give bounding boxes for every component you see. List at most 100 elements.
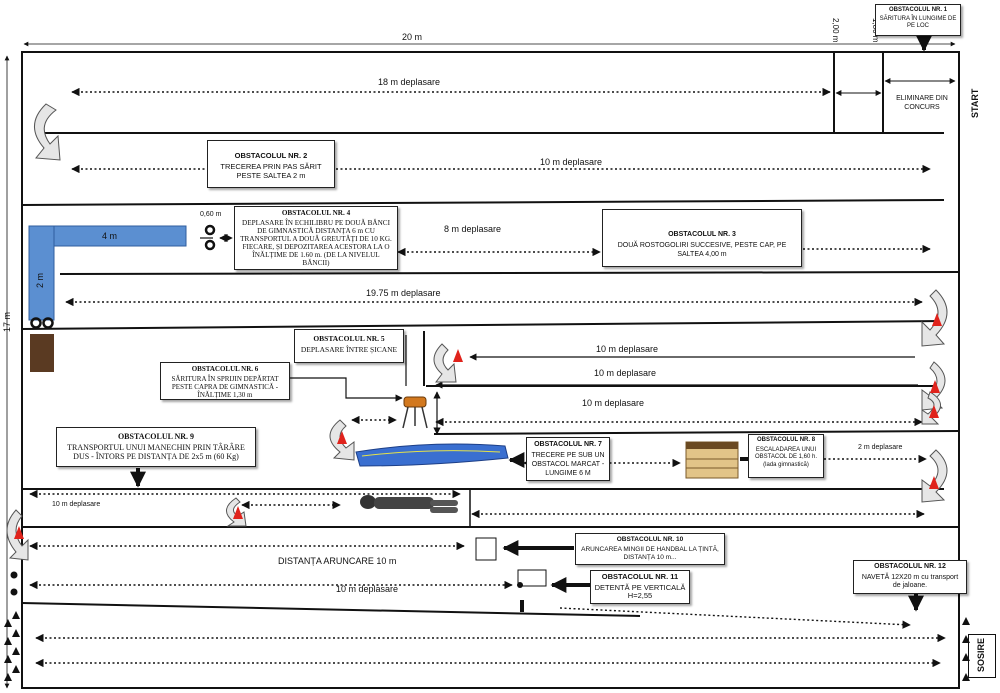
obstacle-11-text: DETENTĂ PE VERTICALĂ H=2,55 xyxy=(594,582,686,600)
turn-arrow-icon xyxy=(921,391,941,425)
weight-icon xyxy=(204,239,216,251)
dummy-icon xyxy=(360,495,458,513)
col1-label: 2,00 m xyxy=(831,18,840,43)
row11-label: 10 m deplasare xyxy=(336,584,399,594)
cone-icon xyxy=(929,405,939,418)
obstacle-6-box: OBSTACOLUL NR. 6 SĂRITURA ÎN SPRIJIN DEP… xyxy=(160,362,290,400)
pylon-icon xyxy=(4,619,12,627)
cone-icon xyxy=(233,506,243,519)
bench-horizontal xyxy=(53,225,187,247)
obstacle-7-box: OBSTACOLUL NR. 7 TRECERE PE SUB UN OBSTA… xyxy=(526,437,610,481)
obstacle-5-text: DEPLASARE ÎNTRE ȘICANE xyxy=(300,345,398,354)
cone-icon xyxy=(337,431,347,444)
obstacle-5-title: OBSTACOLUL NR. 5 xyxy=(313,334,385,343)
cone-icon xyxy=(932,313,942,326)
vaulting-horse-icon xyxy=(402,396,428,429)
obstacle-2-text: TRECEREA PRIN PAS SĂRIT PESTE SALTEA 2 m xyxy=(220,162,322,180)
pylon-icon xyxy=(12,665,20,673)
pylon-icon xyxy=(4,637,12,645)
throw-label: DISTANȚA ARUNCARE 10 m xyxy=(278,556,397,566)
weight-icon xyxy=(42,317,54,329)
shelf-icon xyxy=(30,334,54,372)
obstacle-9-title: OBSTACOLUL NR. 9 xyxy=(117,432,195,441)
obstacle-12-title: OBSTACOLUL NR. 12 xyxy=(874,563,946,570)
marker-dot-icon xyxy=(10,571,18,579)
pylon-icon xyxy=(4,673,12,681)
pylon-group xyxy=(4,611,970,681)
obstacle-1-title: OBSTACOLUL NR. 1 xyxy=(888,7,948,13)
pylon-icon xyxy=(962,617,970,625)
target-box-icon xyxy=(475,537,497,561)
pylon-icon xyxy=(962,673,970,681)
tunnel-mat-icon xyxy=(355,443,509,467)
obstacle-8-text: ESCALADAREA UNUI OBSTACOL DE 1,60 h. (la… xyxy=(754,446,818,468)
obstacle-6-title: OBSTACOLUL NR. 6 xyxy=(191,365,259,373)
bench-vertical xyxy=(28,225,55,321)
pylon-icon xyxy=(4,655,12,663)
sosire-label: SOSIRE xyxy=(976,637,986,672)
obstacle-12-box: OBSTACOLUL NR. 12 NAVETĂ 12X20 m cu tran… xyxy=(853,560,967,594)
bench-length-label: 4 m xyxy=(102,231,118,241)
obstacle-1-text: SĂRITURA ÎN LUNGIME DE PE LOC xyxy=(879,16,957,29)
marker-dot-icon xyxy=(10,588,18,596)
pylon-icon xyxy=(12,611,20,619)
weight-icon xyxy=(30,317,42,329)
cone-icon xyxy=(14,526,24,539)
eliminare-label: ELIMINARE DIN CONCURS xyxy=(896,95,948,111)
row2-label: 10 m deplasare xyxy=(540,157,603,167)
obstacle-2-box: OBSTACOLUL NR. 2 TRECEREA PRIN PAS SĂRIT… xyxy=(207,140,335,188)
obstacle-10-title: OBSTACOLUL NR. 10 xyxy=(616,536,684,543)
turn-arrow-icon xyxy=(921,449,948,503)
lane-line xyxy=(59,271,960,275)
height-label: 17 m xyxy=(2,311,12,332)
weight-icon xyxy=(204,224,216,236)
ball-icon xyxy=(517,582,523,588)
jump-target-icon xyxy=(517,569,547,587)
path-row-12a xyxy=(559,607,911,629)
cone-icon xyxy=(453,349,463,362)
gap-label: 0,60 m xyxy=(200,211,222,218)
row7-label: 10 m deplasare xyxy=(582,398,645,408)
obstacle-7-text: TRECERE PE SUB UN OBSTACOL MARCAT - LUNG… xyxy=(531,452,605,477)
arrow-to-vault xyxy=(290,377,403,402)
turn-arrow-icon xyxy=(921,289,948,347)
lane-line xyxy=(21,199,945,206)
pylon-icon xyxy=(12,629,20,637)
start-label: START xyxy=(970,88,980,118)
turn-arrow-icon xyxy=(6,509,29,561)
row5-label: 10 m deplasare xyxy=(596,344,659,354)
turn-arrow-icon xyxy=(433,343,457,383)
sosire-box xyxy=(968,634,996,678)
obstacle-5-box: OBSTACOLUL NR. 5 DEPLASARE ÎNTRE ȘICANE xyxy=(294,329,404,363)
cone-icon xyxy=(929,476,939,489)
course-frame xyxy=(21,51,960,689)
width-label: 20 m xyxy=(402,32,423,42)
obstacle-11-box: OBSTACOLUL NR. 11 DETENTĂ PE VERTICALĂ H… xyxy=(590,570,690,604)
obstacle-9-text: TRANSPORTUL UNUI MANECHIN PRIN TÂRÂRE DU… xyxy=(67,443,245,461)
turn-arrow-icon xyxy=(329,419,355,461)
pylon-icon xyxy=(12,647,20,655)
row3-label: 8 m deplasare xyxy=(444,224,502,234)
gym-box-icon xyxy=(685,441,739,479)
row1-label: 18 m deplasare xyxy=(378,77,441,87)
row8-label: 2 m deplasare xyxy=(858,444,903,451)
obstacle-4-title: OBSTACOLUL NR. 4 xyxy=(281,209,351,217)
obstacle-3-text: DOUĂ ROSTOGOLIRI SUCCESIVE, PESTE CAP, P… xyxy=(617,242,787,258)
obstacle-8-title: OBSTACOLUL NR. 8 xyxy=(756,437,816,443)
obstacle-10-box: OBSTACOLUL NR. 10 ARUNCAREA MINGII DE HA… xyxy=(575,533,725,565)
obstacle-8-box: OBSTACOLUL NR. 8 ESCALADAREA UNUI OBSTAC… xyxy=(748,434,824,478)
obstacle-9-box: OBSTACOLUL NR. 9 TRANSPORTUL UNUI MANECH… xyxy=(56,427,256,467)
obstacle-6-text: SĂRITURA ÎN SPRIJIN DEPĂRTAT PESTE CAPRA… xyxy=(171,375,279,399)
obstacle-2-title: OBSTACOLUL NR. 2 xyxy=(234,151,308,160)
post-icon xyxy=(520,600,524,612)
row4-label: 19.75 m deplasare xyxy=(366,288,441,298)
obstacle-1-box: OBSTACOLUL NR. 1 SĂRITURA ÎN LUNGIME DE … xyxy=(875,4,961,36)
lane-line xyxy=(21,320,945,330)
obstacle-10-text: ARUNCAREA MINGII DE HANDBAL LA ȚINTĂ, DI… xyxy=(581,546,719,561)
cone-icon xyxy=(930,380,940,393)
obstacle-11-title: OBSTACOLUL NR. 11 xyxy=(601,572,679,581)
obstacle-4-box: OBSTACOLUL NR. 4 DEPLASARE ÎN ECHILIBRU … xyxy=(234,206,398,270)
bench-vertical-label: 2 m xyxy=(35,272,45,288)
